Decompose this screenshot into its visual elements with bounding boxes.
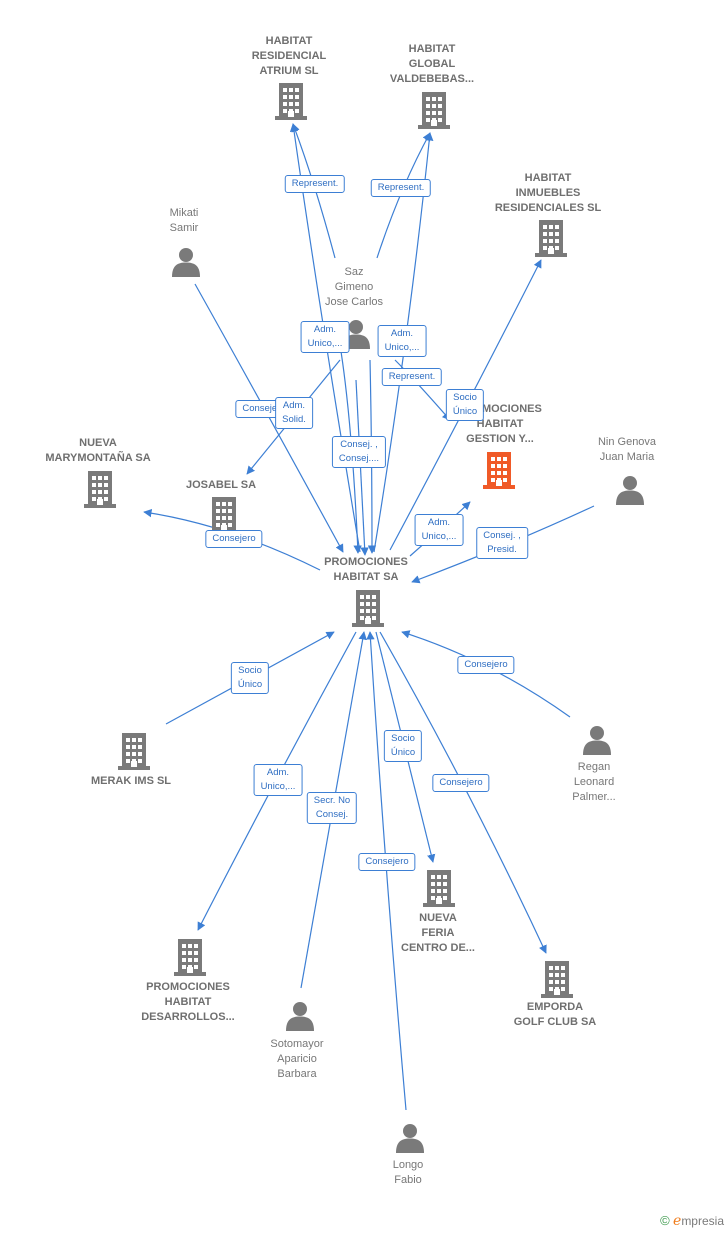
node-label[interactable]: Mikati Samir [109,206,259,236]
node-promociones-desarrollos[interactable] [115,938,265,976]
edge-label[interactable]: Secr. No Consej. [306,792,358,824]
person-icon [396,1124,424,1153]
edge-label[interactable]: Represent. [381,368,443,386]
node-promociones-habitat[interactable] [293,589,443,627]
node-label-text: Mikati Samir [169,207,199,234]
node-label-text: NUEVA FERIA CENTRO DE... [401,911,475,954]
edge-label[interactable]: Adm. Unico,... [300,321,350,353]
node-label-text: Longo Fabio [392,1159,424,1186]
node-label[interactable]: JOSABEL SA [146,478,296,493]
node-label[interactable]: Longo Fabio [333,1158,483,1188]
edge-saz-to-promociones-habitat [339,344,362,554]
node-label[interactable]: NUEVA MARYMONTAÑA SA [23,436,173,466]
edge-label[interactable]: Consejero [432,774,490,792]
node-josabel[interactable] [149,496,299,534]
edge-label[interactable]: Adm. Solid. [275,397,313,429]
node-label-text: Regan Leonard Palmer... [572,760,616,803]
node-label-text: MERAK IMS SL [90,774,172,787]
node-label-text: HABITAT GLOBAL VALDEBEBAS... [389,42,475,85]
node-label[interactable]: HABITAT RESIDENCIAL ATRIUM SL [214,34,364,79]
node-habitat-residencial[interactable] [216,82,366,120]
building-icon [352,590,384,627]
node-label-text: HABITAT RESIDENCIAL ATRIUM SL [251,34,327,77]
building-icon [483,452,515,489]
edge-label[interactable]: Socio Único [230,662,270,694]
edge-label[interactable]: Represent. [370,179,432,197]
person-icon [172,248,200,277]
edge-label[interactable]: Socio Único [445,389,485,421]
node-label-text: PROMOCIONES HABITAT SA [324,556,408,583]
edge-label[interactable]: Represent. [284,175,346,193]
node-label-text: EMPORDA GOLF CLUB SA [513,1001,597,1028]
node-label-text: Saz Gimeno Jose Carlos [324,265,384,308]
node-habitat-inmuebles[interactable] [476,219,626,257]
edge-label[interactable]: Consej. , Consej.... [331,436,387,468]
building-icon [275,83,307,120]
building-icon [118,733,150,770]
node-label[interactable]: HABITAT GLOBAL VALDEBEBAS... [357,42,507,87]
edge-regan-to-promociones-habitat [401,630,571,718]
node-label[interactable]: Saz Gimeno Jose Carlos [279,265,429,310]
building-icon [535,220,567,257]
building-icon [423,870,455,907]
building-icon [208,497,240,534]
brand-e-logo: e [673,1213,682,1229]
node-label[interactable]: EMPORDA GOLF CLUB SA [480,1000,630,1030]
node-label[interactable]: NUEVA FERIA CENTRO DE... [363,911,513,956]
node-label[interactable]: PROMOCIONES HABITAT DESARROLLOS... [113,980,263,1025]
node-sotomayor[interactable] [225,1001,375,1031]
building-icon [541,961,573,998]
node-habitat-global[interactable] [359,91,509,129]
brand-name: mpresia [681,1214,724,1228]
node-mikati[interactable] [111,247,261,277]
node-label[interactable]: MERAK IMS SL [56,774,206,789]
building-icon [418,92,450,129]
edge-label[interactable]: Adm. Unico,... [414,514,464,546]
building-icon [174,939,206,976]
node-label-text: Sotomayor Aparicio Barbara [270,1037,324,1080]
node-label-text: PROMOCIONES HABITAT DESARROLLOS... [141,980,235,1023]
node-label-text: NUEVA MARYMONTAÑA SA [45,437,151,464]
node-nin-genova[interactable] [555,475,705,505]
edge-label[interactable]: Consejero [358,853,416,871]
edge-label[interactable]: Socio Único [383,730,423,762]
node-nueva-feria[interactable] [364,869,514,907]
edge-label[interactable]: Consej. , Presid. [476,527,528,559]
node-promociones-gestion[interactable] [424,451,574,489]
node-label[interactable]: Sotomayor Aparicio Barbara [222,1037,372,1082]
person-icon [583,726,611,755]
node-regan[interactable] [522,725,672,755]
person-icon [616,476,644,505]
edge-label[interactable]: Adm. Unico,... [253,764,303,796]
node-label-text: JOSABEL SA [185,478,257,491]
edge-label[interactable]: Consejero [205,530,263,548]
node-label[interactable]: Nin Genova Juan Maria [552,435,702,465]
node-label[interactable]: Regan Leonard Palmer... [519,760,669,805]
node-label-text: HABITAT INMUEBLES RESIDENCIALES SL [494,171,602,214]
node-merak[interactable] [59,732,209,770]
building-icon [84,471,116,508]
node-emporda[interactable] [482,960,632,998]
node-longo[interactable] [335,1123,485,1153]
edge-label[interactable]: Adm. Unico,... [377,325,427,357]
edge-promociones-habitat-to-habitat-residencial [289,123,361,553]
edge-label[interactable]: Consejero [457,656,515,674]
copyright-symbol: © [660,1213,670,1228]
node-label-text: Nin Genova Juan Maria [597,436,657,463]
node-label[interactable]: HABITAT INMUEBLES RESIDENCIALES SL [473,171,623,216]
node-label[interactable]: PROMOCIONES HABITAT SA [291,555,441,585]
brand-watermark: © empresia [660,1213,724,1229]
person-icon [286,1002,314,1031]
node-nueva-marymontana[interactable] [25,470,175,508]
